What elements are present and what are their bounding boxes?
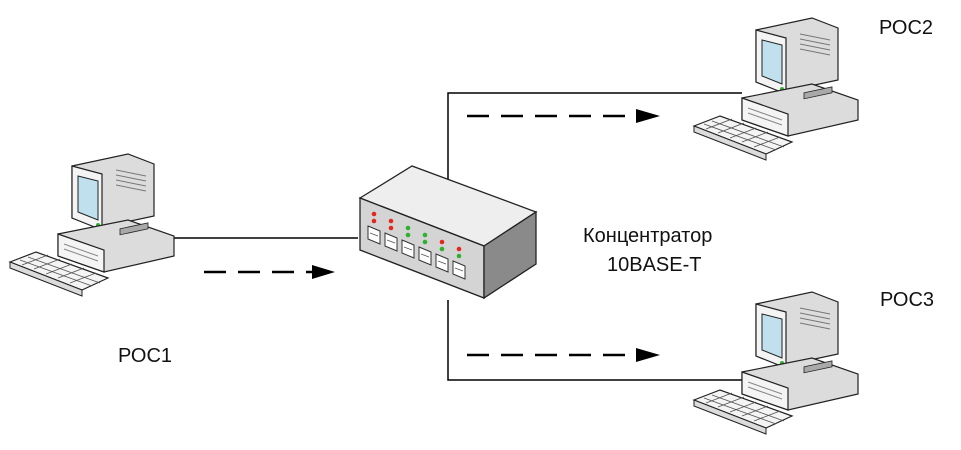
hub-device: [358, 165, 538, 300]
link-hub-pc3: [447, 300, 742, 381]
computer-icon-pc3: [693, 291, 859, 435]
label-pc1: РОС1: [118, 345, 172, 367]
hub-label-line1: Концентратор: [583, 225, 712, 247]
arrow-hub-to-pc2: [467, 109, 660, 123]
arrow-pc1-to-hub: [204, 265, 335, 279]
connection-lines: [170, 92, 742, 381]
hub-label-line2: 10BASE-T: [607, 254, 701, 276]
label-pc2: РОС2: [879, 17, 933, 39]
data-flow-arrows: [204, 109, 660, 362]
computer-icon-pc2: [693, 17, 859, 161]
arrow-hub-to-pc3: [467, 348, 660, 362]
computer-icon-pc1: [9, 153, 175, 297]
label-pc3: РОС3: [880, 289, 934, 311]
hub-ports: [367, 211, 466, 280]
link-hub-pc2: [447, 92, 742, 180]
